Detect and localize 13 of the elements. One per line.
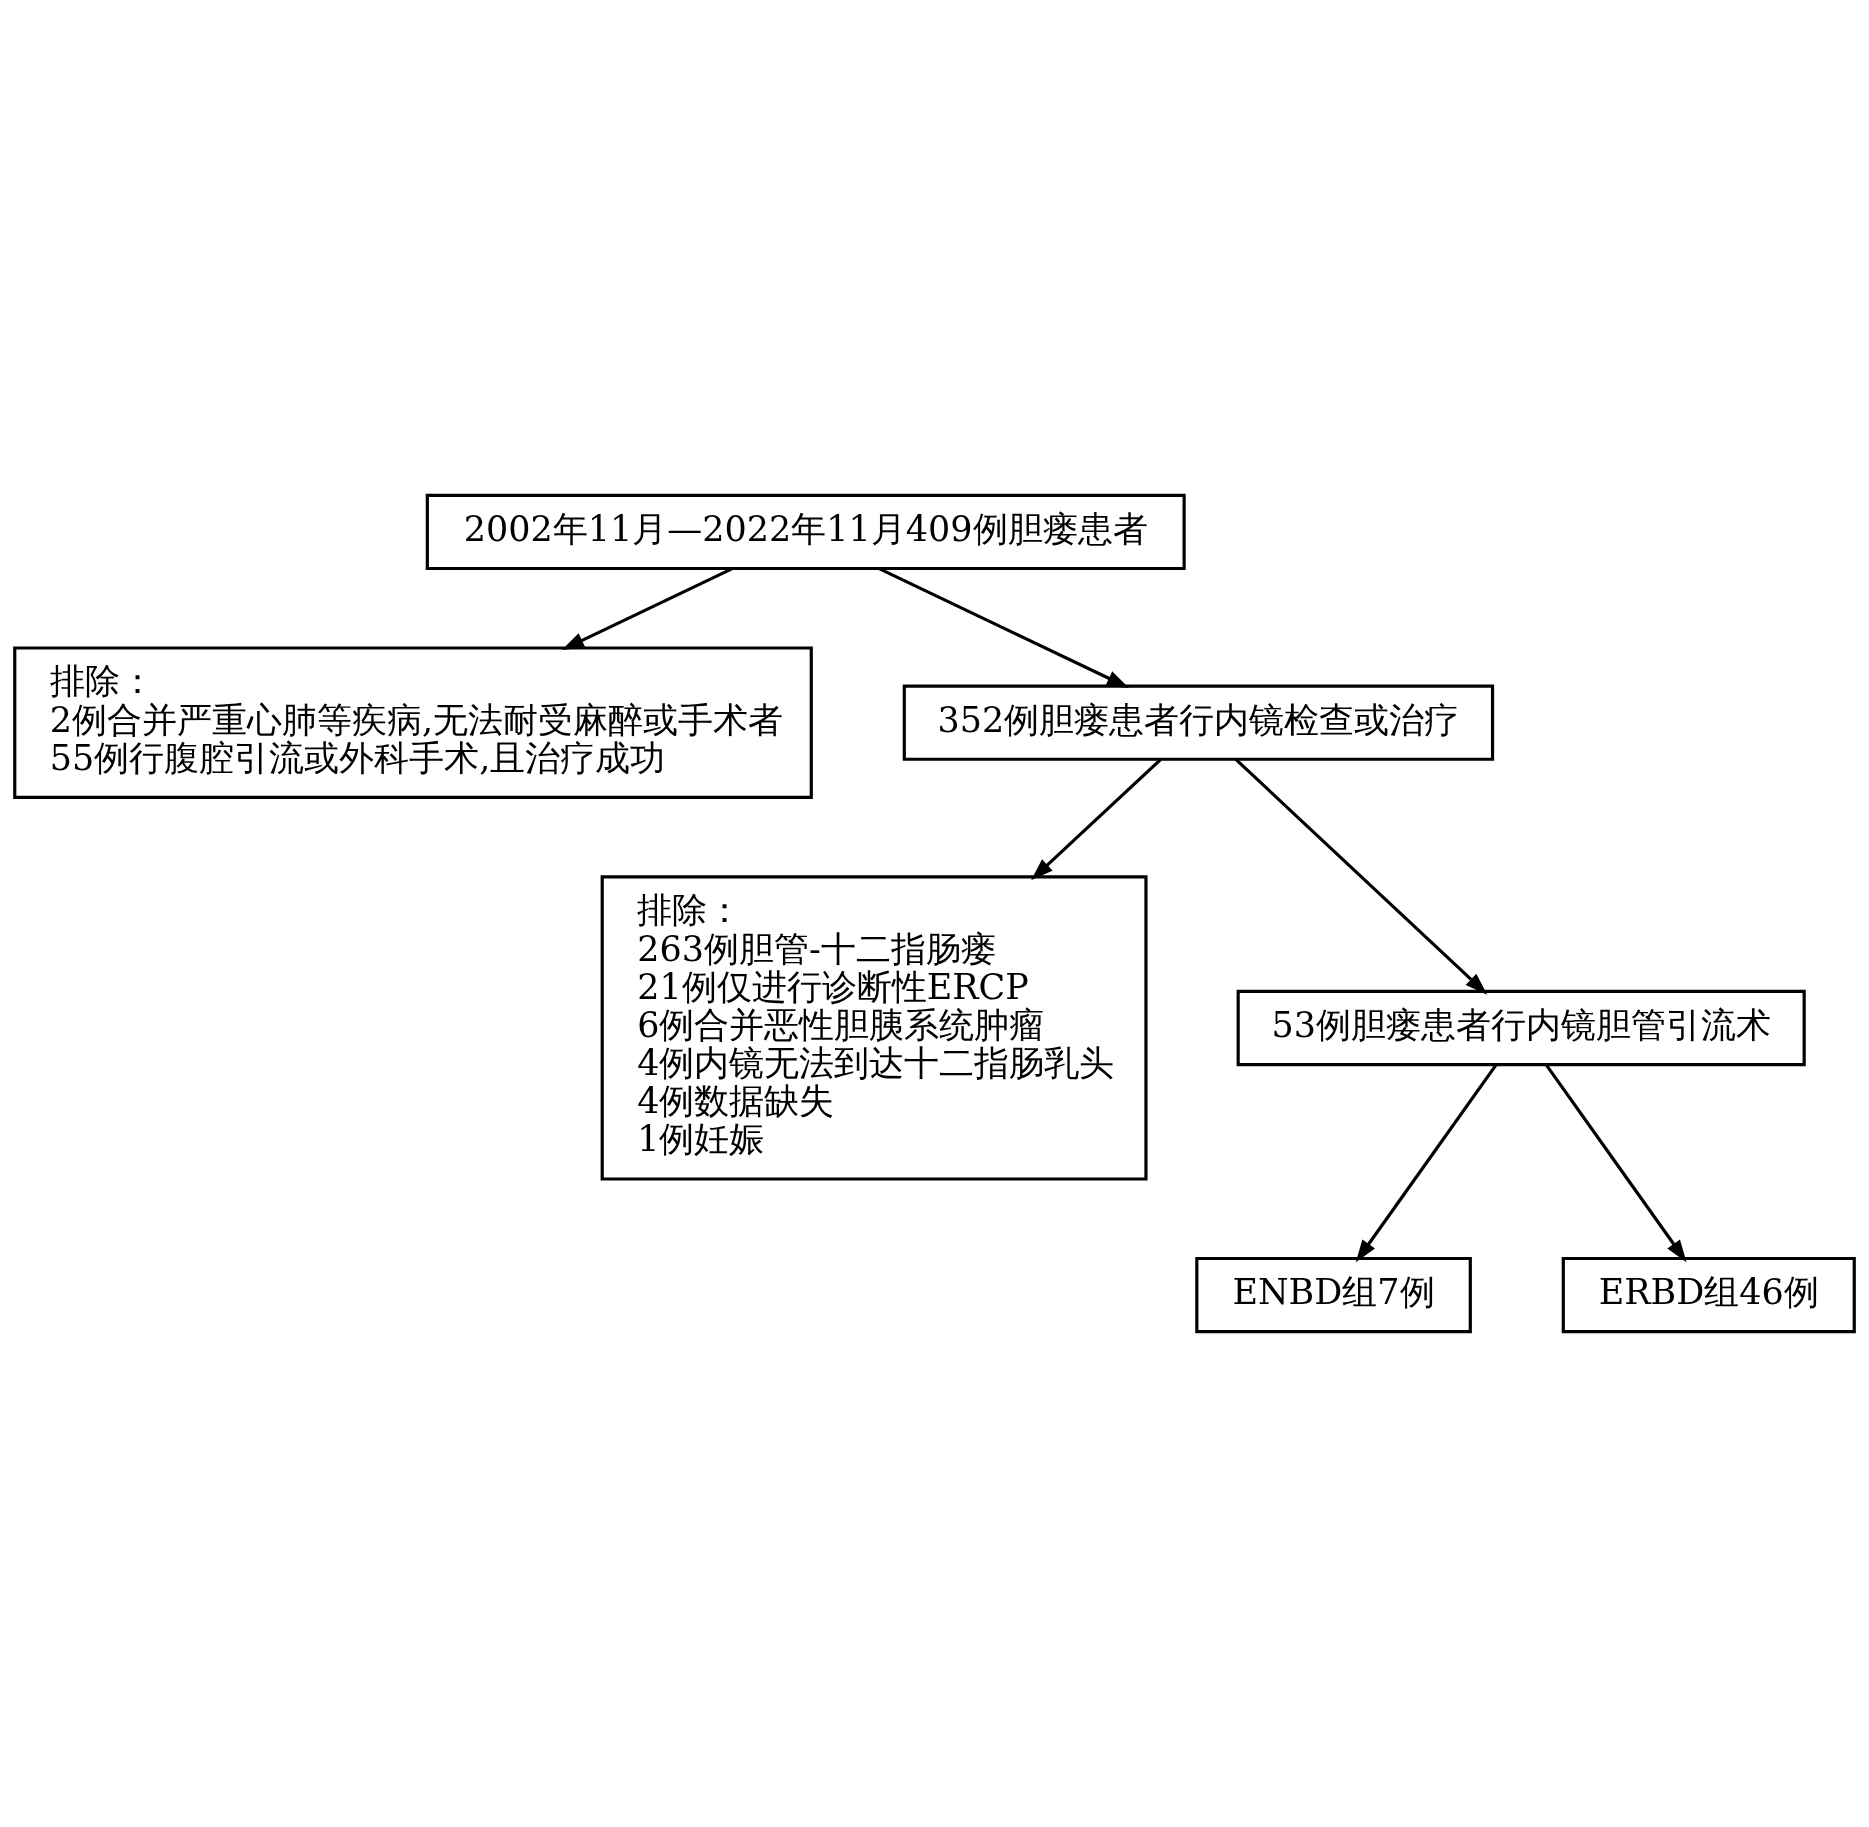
node-box: ERBD组46例 [1561, 1256, 1856, 1334]
arrow [1235, 758, 1488, 995]
node-box: 2002年11月—2022年11月409例胆瘘患者 [425, 493, 1186, 571]
arrow [1031, 758, 1162, 881]
arrow [1544, 1063, 1687, 1263]
node-box: 排除： 2例合并严重心肺等疾病,无法耐受麻醉或手术者 55例行腹腔引流或外科手术,且治疗成功 [13, 646, 813, 800]
arrow [1355, 1063, 1498, 1263]
node-box: ENBD组7例 [1195, 1256, 1472, 1334]
arrow [561, 567, 733, 651]
node-box: 53例胆瘘患者行内镜胆管引流术 [1236, 989, 1806, 1067]
node-box: 排除： 263例胆管-十二指肠瘘 21例仅进行诊断性ERCP 6例合并恶性胆胰系统肿瘤 4例内镜无法到达十二指肠乳头 4例数据缺失 1例妊娠 [600, 875, 1148, 1181]
arrow [878, 567, 1130, 688]
node-box: 352例胆瘘患者行内镜检查或治疗 [902, 684, 1495, 761]
